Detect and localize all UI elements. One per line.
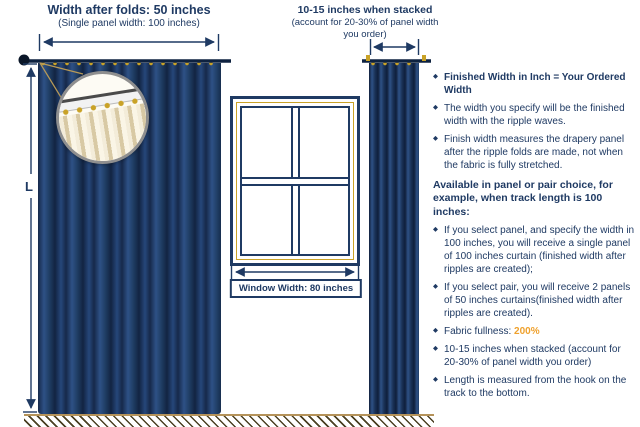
bullet-text: Fabric fullness: 200% — [444, 325, 635, 338]
info-bullet-item: ◆ Finish width measures the drapery pane… — [433, 133, 635, 172]
length-label: L — [23, 178, 35, 195]
curtain-panel-stacked — [369, 63, 419, 414]
length-dimension — [23, 63, 37, 413]
bullet-icon: ◆ — [433, 135, 438, 142]
fullness-label: Fabric fullness: — [444, 326, 515, 338]
panel-pair-heading: Available in panel or pair choice, for e… — [433, 179, 613, 218]
dimension-lines-layer — [18, 34, 431, 413]
stacked-width-dimension — [369, 39, 420, 55]
curtain-rod-left — [18, 54, 231, 66]
bullet-icon: ◆ — [433, 345, 438, 353]
bullet-text: Finished Width in Inch = Your Ordered Wi… — [444, 72, 626, 96]
bullet-icon: ◆ — [433, 73, 438, 80]
window-width-dimension — [230, 264, 360, 281]
stacked-width-subtitle: (account for 20-30% of panel width you o… — [291, 17, 439, 40]
bullet-icon: ◆ — [433, 376, 438, 384]
curtain-hooks-row — [40, 61, 219, 66]
info-bullet-item: ◆ If you select panel, and specify the w… — [433, 224, 635, 276]
curtain-hooks-row-stacked — [370, 61, 418, 66]
bullet-icon: ◆ — [433, 283, 438, 291]
bullet-icon: ◆ — [433, 226, 438, 234]
bullet-text: If you select panel, and specify the wid… — [444, 225, 635, 276]
rod-bracket-gold — [422, 55, 426, 61]
window-width-label: Window Width: 80 inches — [229, 279, 363, 298]
curtain-rod-right — [362, 55, 431, 63]
info-bullet-item: ◆ Finished Width in Inch = Your Ordered … — [433, 71, 635, 97]
stacked-width-label: 10-15 inches when stacked (account for 2… — [286, 4, 444, 41]
stacked-width-title: 10-15 inches when stacked — [297, 4, 433, 16]
rod-finial — [18, 54, 30, 66]
window-illustration — [230, 96, 360, 266]
bullet-text: The width you specify will be the finish… — [444, 103, 625, 127]
info-bullet-item: ◆ 10-15 inches when stacked (account for… — [433, 343, 635, 369]
info-bullet-item-fullness: ◆ Fabric fullness: 200% — [433, 325, 635, 338]
bullet-text: Length is measured from the hook on the … — [444, 375, 627, 400]
info-bullet-item: ◆ Length is measured from the hook on th… — [433, 374, 635, 400]
magnifier-leader-lines — [39, 62, 84, 100]
info-bullet-item: ◆ The width you specify will be the fini… — [433, 102, 635, 128]
top-width-dimension — [38, 34, 220, 51]
width-after-folds-title: Width after folds: 50 inches — [47, 3, 211, 17]
ground-hatch — [24, 414, 434, 427]
magnifier-content — [59, 74, 146, 161]
bullet-text: Finish width measures the drapery panel … — [444, 134, 625, 171]
width-after-folds-label: Width after folds: 50 inches (Single pan… — [26, 3, 232, 29]
bullet-icon: ◆ — [433, 327, 438, 335]
fullness-value: 200% — [514, 326, 540, 338]
single-panel-width-subtitle: (Single panel width: 100 inches) — [58, 18, 200, 29]
window-gold-frame — [236, 102, 354, 260]
bullet-text: If you select pair, you will receive 2 p… — [444, 282, 631, 320]
rod-bracket-gold — [366, 55, 370, 61]
info-bullet-item: ◆ If you select pair, you will receive 2… — [433, 281, 635, 320]
magnifier-hook-detail — [56, 71, 149, 164]
bullet-icon: ◆ — [433, 104, 438, 111]
info-panel: ◆ Finished Width in Inch = Your Ordered … — [433, 71, 635, 400]
window-inner-frame — [240, 106, 350, 256]
window-horizontal-mullion — [242, 176, 348, 186]
bullet-text: 10-15 inches when stacked (account for 2… — [444, 344, 621, 369]
